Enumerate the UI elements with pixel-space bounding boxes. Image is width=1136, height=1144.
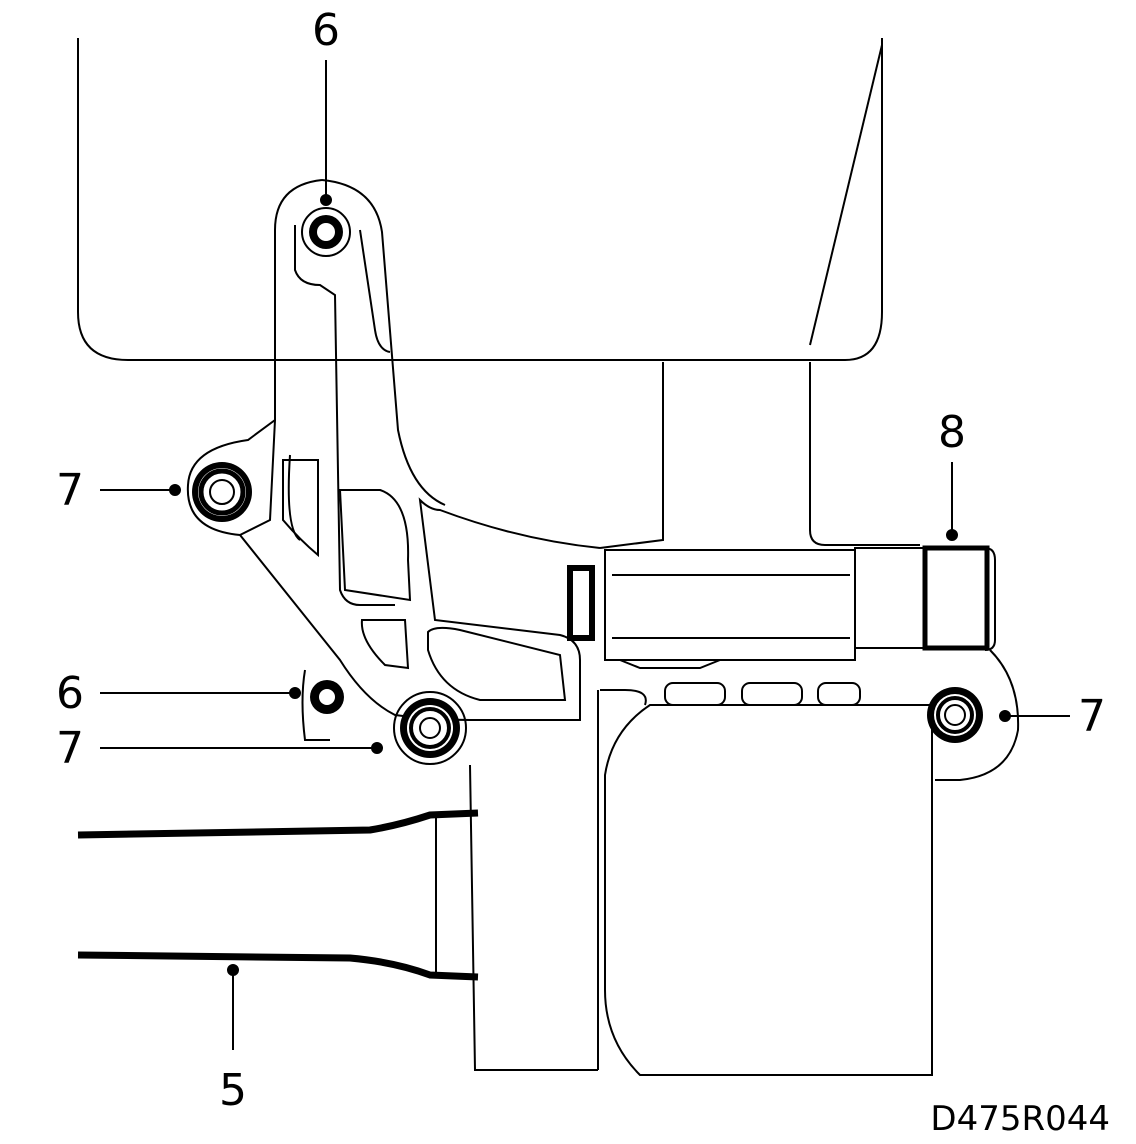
callout-connector: 8: [938, 407, 966, 458]
callout-center-bolt: 7: [56, 723, 84, 774]
callout-pipe: 5: [219, 1065, 247, 1116]
pipe: [77, 809, 479, 981]
callout-right-bolt: 7: [1078, 691, 1106, 742]
bolt-center: [393, 691, 467, 765]
lower-housing: [469, 682, 933, 1076]
connector-assembly: [567, 545, 996, 669]
bolt-left-lower: [301, 669, 344, 741]
mounting-bracket: [186, 179, 601, 721]
bolt-top: [301, 207, 351, 257]
upper-housing: [77, 38, 920, 549]
bolt-right: [927, 649, 1020, 781]
callout-left-lower-bolt: 6: [56, 668, 84, 719]
callout-top-bolt: 6: [312, 5, 340, 56]
leader-lines: [100, 60, 1070, 1050]
bolt-left: [192, 462, 252, 522]
callout-left-bolt: 7: [56, 465, 84, 516]
figure-code: D475R044: [930, 1099, 1110, 1139]
